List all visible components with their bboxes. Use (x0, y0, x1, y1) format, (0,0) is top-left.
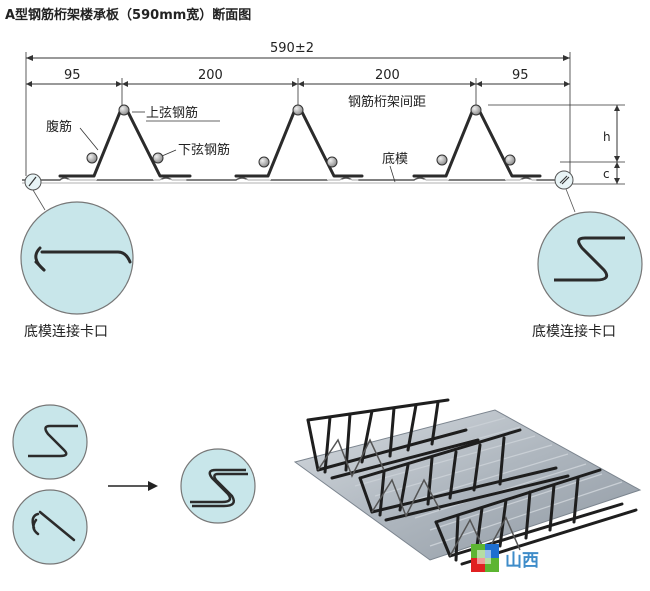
top-chord-node-1 (118, 104, 130, 116)
truss-1 (58, 110, 192, 181)
watermark-text: 山西 (505, 551, 539, 571)
truss-3 (412, 110, 542, 181)
bottom-chord-node-1b (152, 152, 164, 164)
bottom-chord-node-3a (436, 154, 448, 166)
right-joint-label: 底模连接卡口 (532, 323, 616, 340)
left-joint-marker (24, 173, 42, 191)
diagram-title: A型钢筋桁架楼承板（590mm宽）断面图 (5, 7, 251, 23)
bottom-form-profile (22, 177, 566, 181)
assembly-arrow (108, 481, 158, 491)
top-chord-label: 上弦钢筋 (146, 105, 198, 121)
bottom-form-label: 底模 (382, 151, 408, 167)
right-joint-marker (554, 170, 574, 190)
deck-3d-illustration (293, 398, 642, 566)
callouts (79, 111, 396, 183)
seg-left-label: 95 (64, 68, 81, 83)
joined-joint (180, 448, 256, 524)
top-chord-node-3 (470, 104, 482, 116)
total-width-label: 590±2 (270, 41, 314, 56)
top-chord-node-2 (292, 104, 304, 116)
h-label: h (603, 130, 611, 144)
left-joint-label: 底模连接卡口 (24, 323, 108, 340)
seg-right-label: 95 (512, 68, 529, 83)
seg-mid1-label: 200 (198, 68, 223, 83)
right-joint-detail (537, 211, 643, 317)
bottom-chord-node-2a (258, 156, 270, 168)
truss-2 (234, 110, 364, 181)
seg-mid2-label: 200 (375, 68, 400, 83)
joint-piece-top (12, 404, 88, 480)
segment-dimensions: 95 200 200 95 (26, 68, 570, 110)
bottom-chord-node-2b (326, 156, 338, 168)
bottom-chord-label: 下弦钢筋 (178, 142, 230, 158)
joint-piece-bottom (12, 489, 88, 565)
web-bar-label: 腹筋 (46, 119, 72, 135)
c-label: c (603, 167, 610, 181)
height-dimension: h c (488, 104, 625, 185)
bottom-chord-node-3b (504, 154, 516, 166)
truss-spacing-label: 钢筋桁架间距 (348, 94, 426, 110)
bottom-chord-node-1a (86, 152, 98, 164)
overall-dimension: 590±2 (25, 41, 571, 176)
left-joint-detail (20, 201, 134, 315)
watermark-logo: 山西 (471, 544, 539, 572)
